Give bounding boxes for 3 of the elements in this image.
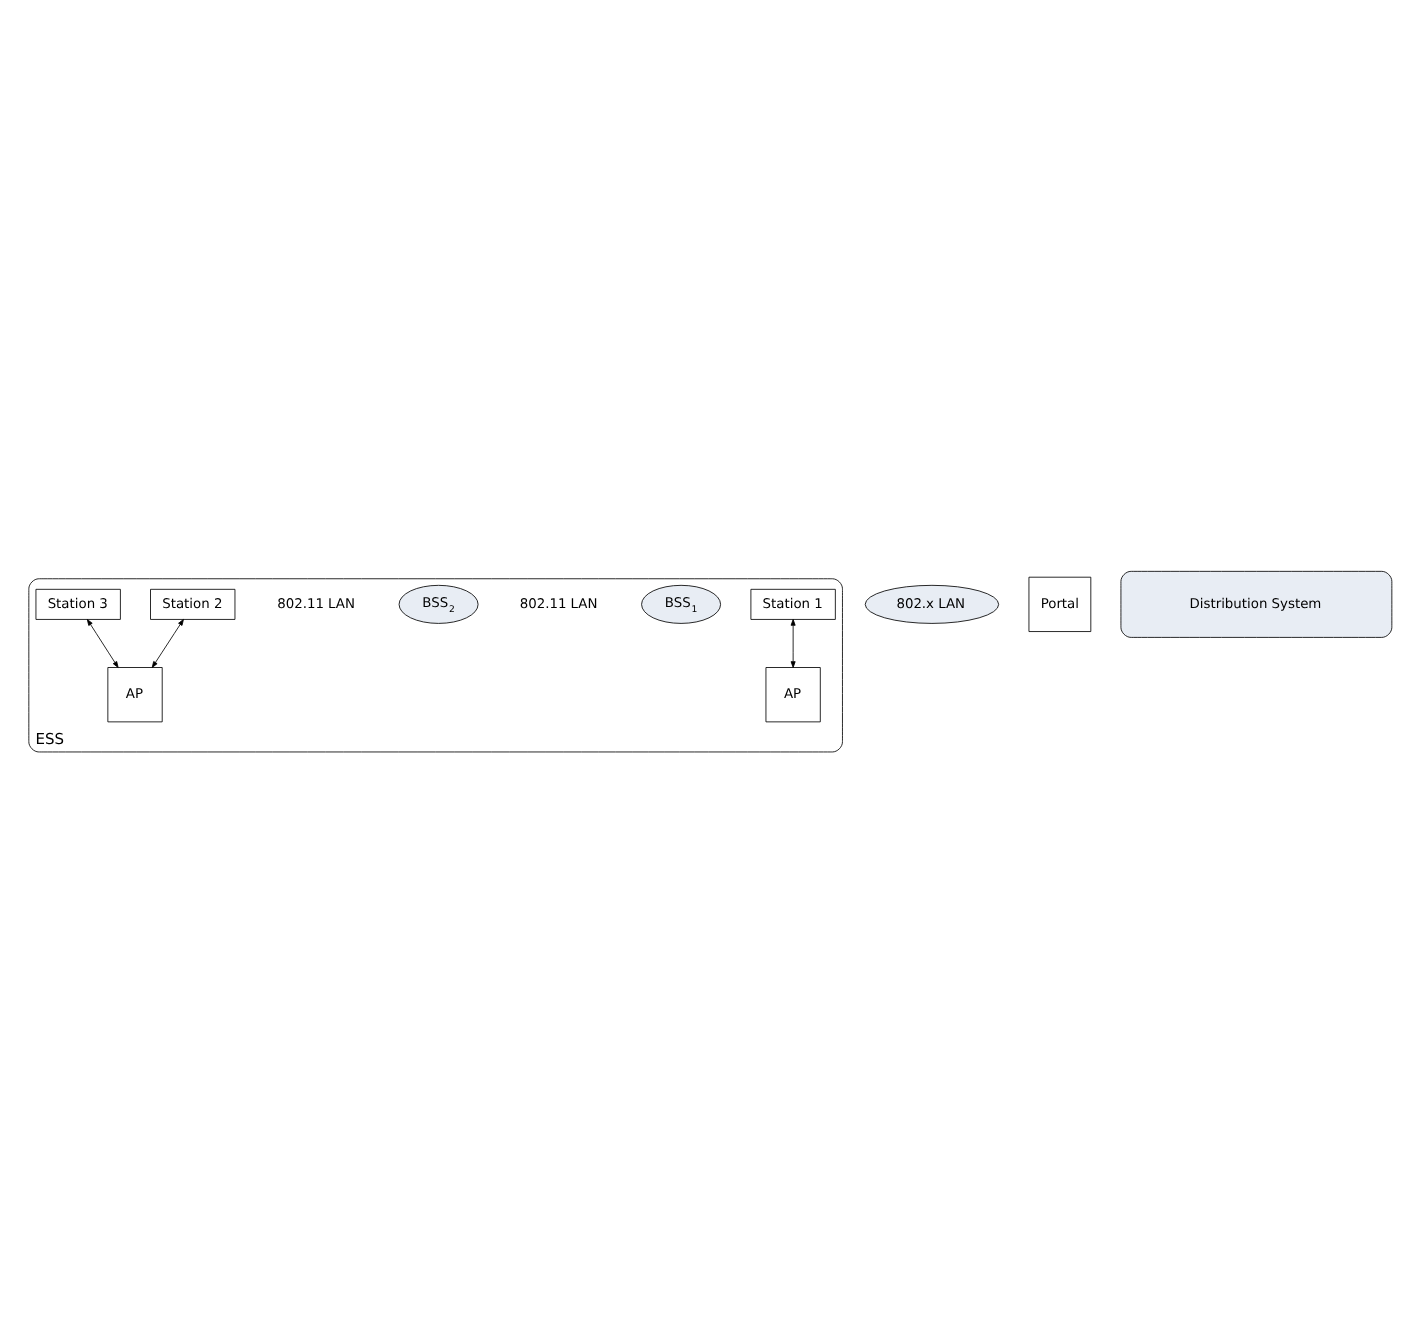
arrow (790, 618, 796, 667)
arrow (151, 618, 184, 667)
arrow (86, 618, 119, 667)
